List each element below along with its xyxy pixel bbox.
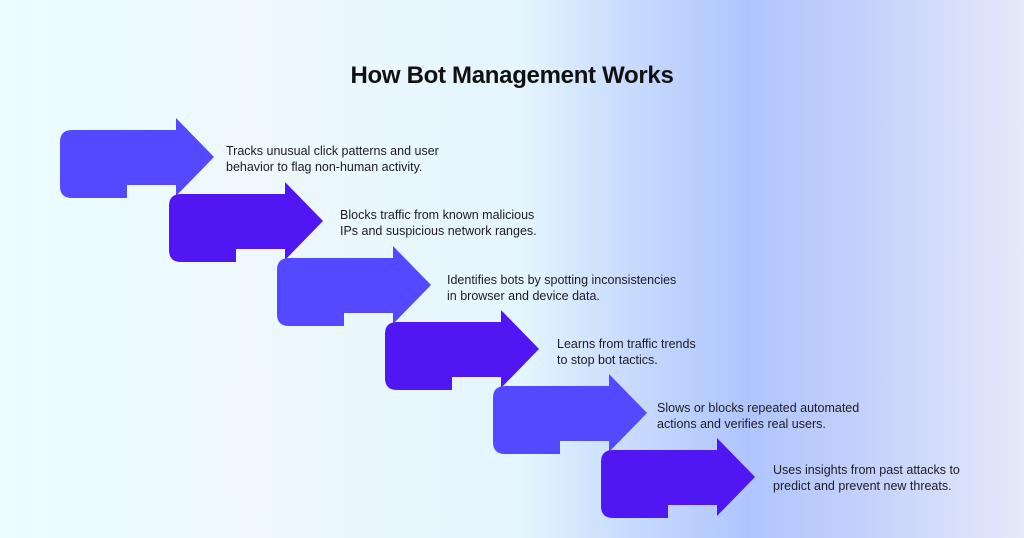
step-6-description: Uses insights from past attacks to predi… bbox=[773, 462, 960, 494]
step-2-line-2: IPs and suspicious network ranges. bbox=[340, 224, 537, 238]
step-2-arrow-icon bbox=[169, 182, 323, 262]
step-3-arrow-icon bbox=[277, 246, 431, 326]
step-1-line-2: behavior to flag non-human activity. bbox=[226, 160, 423, 174]
step-4-line-1: Learns from traffic trends bbox=[557, 337, 696, 351]
step-5-description: Slows or blocks repeated automated actio… bbox=[657, 400, 859, 432]
step-3-description: Identifies bots by spotting inconsistenc… bbox=[447, 272, 676, 304]
step-4-arrow-icon bbox=[385, 310, 539, 390]
step-1-line-1: Tracks unusual click patterns and user bbox=[226, 144, 439, 158]
step-1-arrow-icon bbox=[60, 118, 214, 198]
step-5-line-2: actions and verifies real users. bbox=[657, 417, 826, 431]
step-1-description: Tracks unusual click patterns and user b… bbox=[226, 143, 439, 175]
step-2-description: Blocks traffic from known malicious IPs … bbox=[340, 207, 537, 239]
diagram-title: How Bot Management Works bbox=[350, 62, 674, 89]
step-4-line-2: to stop bot tactics. bbox=[557, 353, 658, 367]
step-2-line-1: Blocks traffic from known malicious bbox=[340, 208, 535, 222]
step-3-line-2: in browser and device data. bbox=[447, 289, 600, 303]
step-6-line-2: predict and prevent new threats. bbox=[773, 479, 952, 493]
step-3-line-1: Identifies bots by spotting inconsistenc… bbox=[447, 273, 677, 287]
step-6-line-1: Uses insights from past attacks to bbox=[773, 463, 960, 477]
step-6-arrow-icon bbox=[601, 438, 755, 518]
step-5-arrow-icon bbox=[493, 374, 647, 454]
step-4-description: Learns from traffic trends to stop bot t… bbox=[557, 336, 696, 368]
step-5-line-1: Slows or blocks repeated automated bbox=[657, 401, 860, 415]
